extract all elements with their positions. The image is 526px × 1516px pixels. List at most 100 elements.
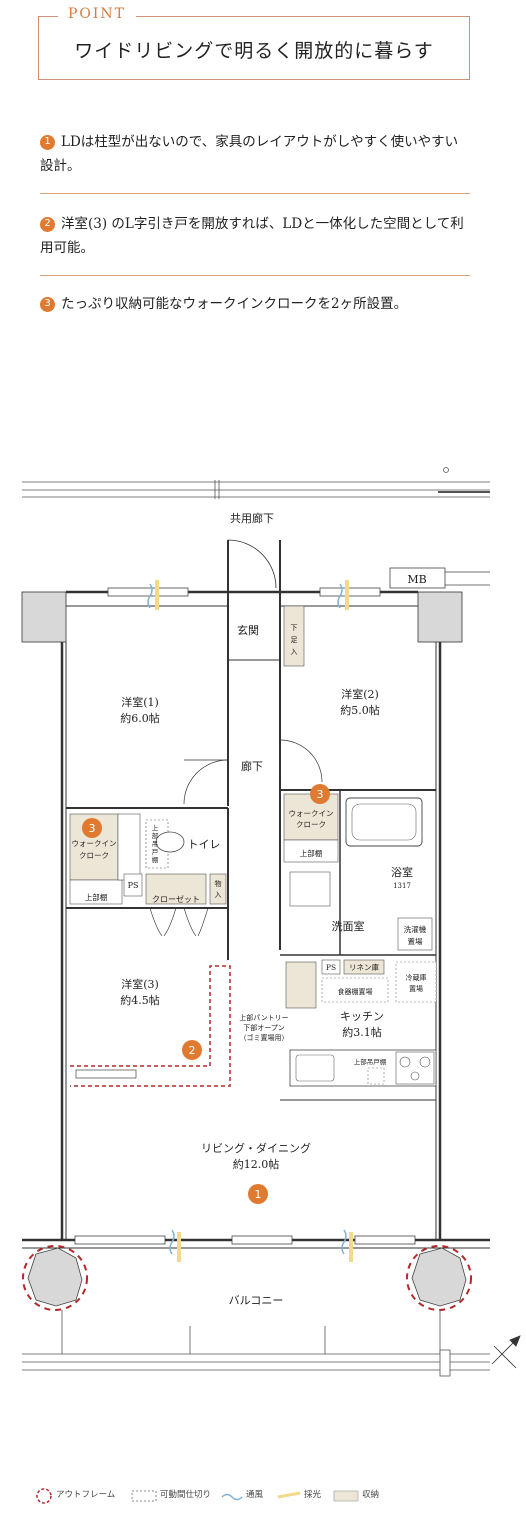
washer-label-1: 洗濯機 [404,924,427,934]
closet [145,873,207,905]
toilet-shelf-label-2: 部 [152,831,159,840]
mb-box [389,567,490,589]
hallway-label: 廊下 [241,759,263,773]
point-number-1: 1 [40,134,55,150]
legend-ventilation: 通風 [246,1490,264,1500]
linen-storage [343,959,385,975]
divider [40,193,470,194]
entrance-label: 玄関 [237,623,259,637]
exterior-railing-top [22,467,490,499]
kitchen-name: キッチン [340,1010,384,1023]
room1-name: 洋室(1) [121,695,159,709]
wic-right-label-1: ウォークイン [289,809,334,818]
corridor-label: 共用廊下 [230,511,274,525]
legend-daylight: 採光 [304,1490,322,1500]
point-item-3: 3 たっぷり収納可能なウォークインクロークを2ヶ所設置。 [40,292,470,316]
movable-partition [70,965,231,1087]
divider [40,275,470,276]
marker-1-number: 1 [255,1188,262,1201]
marker-3-left-number: 3 [89,822,96,835]
ps-box [123,873,143,897]
point-text-3: たっぷり収納可能なウォークインクロークを2ヶ所設置。 [61,296,408,312]
legend-storage: 収納 [362,1490,380,1500]
bath-size: 1317 [393,882,411,890]
marker-2-number: 2 [189,1044,196,1057]
ps-box-2 [321,959,341,975]
room1-size: 約6.0帖 [120,711,160,725]
pantry-label-1: 上部パントリー [239,1013,288,1022]
room2-name: 洋室(2) [341,687,379,701]
legend-icons [36,1488,359,1504]
point-text-1: LDは柱型が出ないので、家具のレイアウトがしやすく使いやすい設計。 [40,134,459,174]
living-name: リビング・ダイニング [201,1141,311,1155]
fridge-label-1: 冷蔵庫 [406,973,427,982]
pantry-box [285,961,317,1009]
marker-3-right-number: 3 [317,788,324,801]
closet-doors [149,907,209,937]
washer-space [397,917,433,951]
room-doors [183,739,323,805]
toilet-bowl [155,831,185,853]
ps-label: PS [128,881,139,890]
bath-name: 浴室 [391,865,413,879]
ps-label-2: PS [326,963,336,972]
fridge-space [395,961,437,1003]
point-number-3: 3 [40,296,55,312]
marker-3-right: 3 [310,784,330,804]
toilet-shelf-label-1: 上 [152,823,159,832]
storage-label-2: 入 [215,891,222,899]
shoe-storage-label-2: 足 [291,636,298,644]
shoe-storage-label-1: 下 [291,624,298,632]
wic-left-label-1: ウォークイン [72,839,117,848]
sink [295,1054,335,1082]
shoe-storage-label-3: 入 [291,648,298,656]
point-number-2: 2 [40,216,55,232]
sliding-door-room3 [75,1069,137,1079]
room2-size: 約5.0帖 [340,703,380,717]
toilet-shelf-label-3: 吊 [152,840,159,848]
bathtub-inner [351,803,417,841]
toilet-label: トイレ [188,838,221,851]
balcony-label: バルコニー [229,1294,284,1307]
living-size: 約12.0帖 [233,1157,280,1171]
legend-outframe: アウトフレーム [56,1490,116,1500]
linen-label: リネン庫 [349,962,379,972]
entrance-door [227,539,277,589]
toilet-shelf-label-5: 棚 [152,855,159,864]
dish-space [321,977,389,1003]
room3-name: 洋室(3) [121,977,159,991]
page-title: ワイドリビングで明るく開放的に暮らす [74,40,434,62]
marker-1: 1 [248,1184,268,1204]
storage-label-1: 物 [215,879,222,888]
stove [395,1051,435,1085]
point-box [38,16,470,80]
marker-3-left: 3 [82,818,102,838]
point-text-2: 洋室(3) のL字引き戸を開放すれば、LDと一体化した空間として利用可能。 [40,216,464,256]
room3-size: 約4.5帖 [120,993,160,1007]
storage-box [209,873,227,905]
outframe-columns [22,1245,472,1311]
window-top [107,587,381,597]
shoe-storage [283,605,305,667]
hanging-cabinet-label: 上部吊戸棚 [354,1057,387,1066]
hanging-cabinet [367,1067,385,1085]
wic-right-label-2: クローク [296,820,326,829]
window-bottom [74,1235,416,1245]
pantry-label-2: 下部オープン [243,1023,285,1032]
daylight-icons [155,580,353,1262]
kitchen-size: 約3.1帖 [342,1025,382,1039]
marker-2: 2 [182,1040,202,1060]
closet-label: クローゼット [152,894,200,904]
wic-left-label-2: クローク [79,851,109,860]
upper-shelf-side [117,813,141,881]
legend-movable: 可動間仕切り [160,1490,212,1500]
upper-shelf-left-label: 上部棚 [85,892,108,902]
point-label: POINT [58,6,137,22]
upper-shelf-right-label: 上部棚 [300,848,323,858]
mb-label: MB [407,573,426,586]
washer-label-2: 置場 [408,936,423,946]
upper-shelf-right [283,839,339,863]
washroom-label: 洗面室 [332,919,365,933]
upper-shelf-left [69,879,123,905]
